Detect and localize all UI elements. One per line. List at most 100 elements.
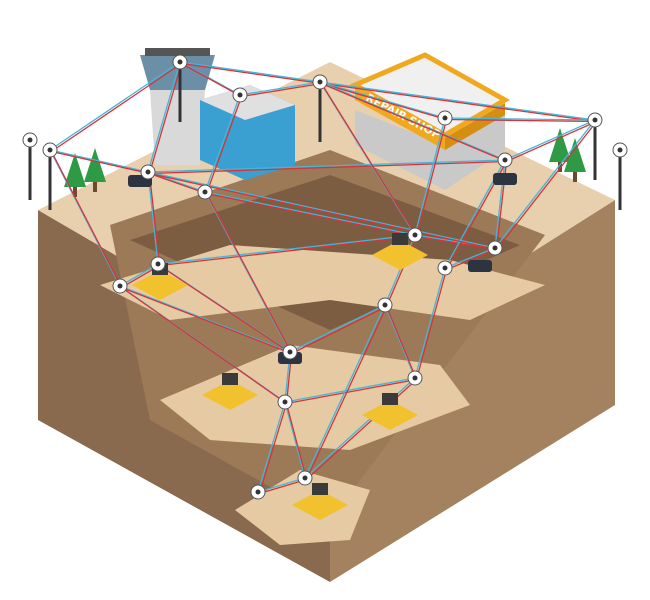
mining-vehicle xyxy=(372,240,428,270)
link-red xyxy=(206,192,417,238)
node-dot xyxy=(117,283,123,289)
link-red xyxy=(321,82,507,163)
link-cyan xyxy=(494,119,596,249)
link-red xyxy=(305,306,388,480)
link-cyan xyxy=(157,234,416,265)
node-dot xyxy=(302,475,308,481)
link-cyan xyxy=(49,149,149,173)
node-dot xyxy=(287,349,293,355)
link-red xyxy=(121,286,292,355)
link-red xyxy=(50,151,123,288)
link-cyan xyxy=(289,304,386,353)
node-dot xyxy=(255,489,261,495)
link-cyan xyxy=(147,159,506,173)
link-cyan xyxy=(257,477,306,493)
mining-vehicle xyxy=(292,490,348,520)
link-red xyxy=(181,62,322,85)
node-dot xyxy=(237,92,243,98)
link-red xyxy=(181,62,242,98)
link-red xyxy=(446,248,497,271)
trees xyxy=(64,128,586,197)
link-cyan xyxy=(49,61,181,151)
link-cyan xyxy=(179,61,321,83)
tree-trunk xyxy=(573,170,577,182)
link-cyan xyxy=(504,119,596,161)
node-dot xyxy=(382,302,388,308)
node-dot xyxy=(592,117,598,123)
node-dot xyxy=(177,59,183,65)
machinery xyxy=(128,173,517,520)
node-dot xyxy=(155,261,161,267)
link-red xyxy=(159,235,417,267)
tree-icon xyxy=(84,148,106,182)
link-red xyxy=(415,119,448,237)
link-cyan xyxy=(384,304,416,379)
link-cyan xyxy=(319,81,596,121)
mining-vehicle xyxy=(202,380,258,410)
link-red xyxy=(495,121,598,250)
link-red xyxy=(416,235,497,251)
mining-vehicle xyxy=(132,270,188,300)
link-red xyxy=(148,63,183,174)
link-cyan xyxy=(119,285,291,353)
link-red xyxy=(306,379,417,480)
link-red xyxy=(385,306,418,380)
node-dot xyxy=(202,189,208,195)
vehicle-cab xyxy=(392,233,408,245)
link-cyan xyxy=(257,401,286,493)
node-dot xyxy=(442,265,448,271)
link-red xyxy=(415,269,448,380)
link-cyan xyxy=(304,304,386,479)
link-red xyxy=(258,403,288,494)
node-dot xyxy=(47,147,53,153)
link-cyan xyxy=(414,267,446,379)
tree-icon xyxy=(549,128,571,162)
mining-vehicle xyxy=(362,400,418,430)
link-red xyxy=(241,82,322,98)
link-cyan xyxy=(147,171,159,265)
link-cyan xyxy=(319,81,506,161)
node-dot xyxy=(412,375,418,381)
node-dot xyxy=(412,232,418,238)
office-building xyxy=(200,85,295,180)
link-red xyxy=(159,264,292,355)
link-cyan xyxy=(414,117,446,236)
node-dot xyxy=(145,169,151,175)
node-dot xyxy=(282,399,288,405)
tree-icon xyxy=(64,153,86,187)
truck-vehicle xyxy=(493,173,517,185)
link-red xyxy=(320,83,418,237)
link-red xyxy=(446,118,597,123)
link-cyan xyxy=(204,191,416,236)
link-red xyxy=(205,193,293,354)
link-cyan xyxy=(444,117,596,121)
truck-vehicle xyxy=(468,260,492,272)
link-red xyxy=(51,62,182,153)
node-dot xyxy=(27,137,33,143)
tree-trunk xyxy=(73,185,77,197)
vehicle-cab xyxy=(222,373,238,385)
link-red xyxy=(149,172,207,195)
right-side-face xyxy=(330,200,615,582)
link-red xyxy=(286,378,417,405)
link-cyan xyxy=(284,401,306,479)
node-dot xyxy=(317,79,323,85)
tree-trunk xyxy=(558,160,562,172)
link-cyan xyxy=(444,247,496,269)
link-red xyxy=(51,150,150,175)
link-red xyxy=(285,403,308,480)
link-cyan xyxy=(239,81,321,96)
link-red xyxy=(149,160,507,175)
vehicle-cab xyxy=(312,483,328,495)
node-dot xyxy=(442,115,448,121)
link-cyan xyxy=(319,81,446,119)
terrace-upper xyxy=(100,245,545,320)
link-red xyxy=(121,286,287,405)
link-cyan xyxy=(204,94,241,193)
link-red xyxy=(506,120,597,163)
network-nodes xyxy=(22,54,628,500)
link-red xyxy=(205,96,243,194)
tree-icon xyxy=(564,138,586,172)
tree-trunk xyxy=(93,180,97,192)
